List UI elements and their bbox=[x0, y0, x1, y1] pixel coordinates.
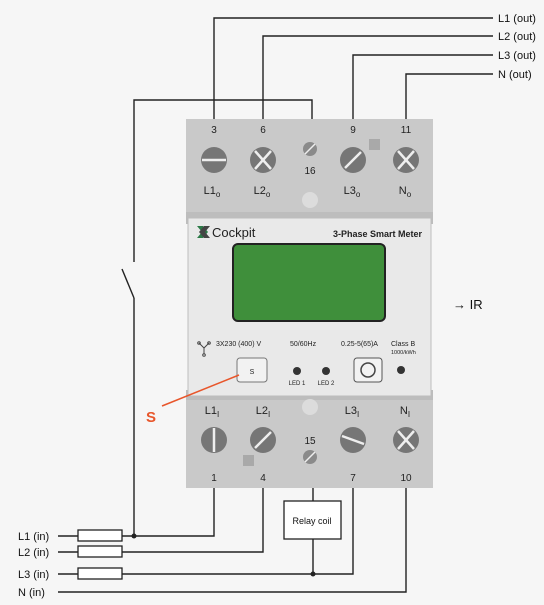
label-l3-in-wire: L3 (in) bbox=[18, 569, 49, 581]
label-l2-out-wire: L2 (out) bbox=[498, 31, 536, 43]
fuse-l3 bbox=[77, 567, 123, 580]
s-button[interactable]: S bbox=[236, 357, 268, 383]
lcd-display bbox=[232, 243, 386, 322]
screw-n-in bbox=[393, 427, 419, 453]
screw-l1-out bbox=[201, 147, 227, 173]
terminal-15: 15 bbox=[304, 436, 316, 447]
class-rating: Class B bbox=[391, 341, 415, 348]
terminal-9: 9 bbox=[350, 125, 356, 136]
wire-l3-in bbox=[58, 488, 354, 575]
terminal-7: 7 bbox=[350, 473, 356, 484]
top-seal-tab bbox=[369, 139, 380, 150]
terminal-1: 1 bbox=[211, 473, 217, 484]
bottom-terminal-numbers: 1 4 15 7 10 bbox=[211, 436, 412, 484]
wire-l2-in bbox=[58, 488, 264, 553]
frequency-rating: 50/60Hz bbox=[290, 341, 317, 348]
screw-n-out bbox=[393, 147, 419, 173]
voltage-rating: 3X230 (400) V bbox=[216, 341, 261, 348]
label-l3-in: L3I bbox=[345, 405, 359, 419]
label-n-in: NI bbox=[400, 405, 410, 419]
s-button-label: S bbox=[250, 369, 255, 376]
cockpit-logo-icon bbox=[197, 226, 210, 238]
terminal-4: 4 bbox=[260, 473, 266, 484]
led2-indicator bbox=[322, 367, 330, 375]
rotate-icon bbox=[360, 362, 376, 378]
top-phase-labels: L1o L2o L3o No bbox=[204, 185, 412, 199]
output-labels: L1 (out) L2 (out) L3 (out) N (out) bbox=[498, 13, 536, 81]
screw-l3-out bbox=[340, 147, 366, 173]
s-pointer-line bbox=[161, 374, 240, 407]
terminal-3: 3 bbox=[211, 125, 217, 136]
label-l2-in-wire: L2 (in) bbox=[18, 547, 49, 559]
output-wires bbox=[133, 17, 493, 262]
meter-title: 3-Phase Smart Meter bbox=[333, 229, 423, 239]
meter-body bbox=[186, 119, 433, 488]
fuse-l2 bbox=[77, 545, 123, 558]
bottom-phase-labels: L1I L2I L3I NI bbox=[205, 405, 410, 419]
top-terminal-numbers: 3 6 16 9 11 bbox=[211, 125, 411, 177]
wire-n-out bbox=[405, 73, 493, 125]
label-l2-out: L2o bbox=[254, 185, 271, 199]
terminal-10: 10 bbox=[400, 473, 412, 484]
screw-l1-in bbox=[201, 427, 227, 453]
led1-indicator bbox=[293, 367, 301, 375]
terminal-11: 11 bbox=[401, 125, 412, 136]
relay-coil-label: Relay coil bbox=[292, 516, 331, 526]
terminal-6: 6 bbox=[260, 125, 266, 136]
switch bbox=[121, 268, 135, 536]
label-l1-in-wire: L1 (in) bbox=[18, 531, 49, 543]
bottom-seal-tab bbox=[243, 455, 254, 466]
impulse-rate: 1000/kWh bbox=[391, 350, 416, 356]
terminal-16: 16 bbox=[304, 166, 316, 177]
top-seal bbox=[302, 192, 318, 208]
voltage-symbol-icon bbox=[197, 341, 211, 357]
wire-l2-out bbox=[262, 35, 493, 125]
wire-l3-out bbox=[352, 54, 493, 125]
current-rating: 0.25-5(65)A bbox=[341, 341, 378, 348]
screw-16 bbox=[303, 142, 317, 156]
top-screws bbox=[201, 142, 419, 173]
wire-l1-in bbox=[58, 488, 215, 537]
ir-led bbox=[397, 366, 405, 374]
label-l1-in: L1I bbox=[205, 405, 219, 419]
screw-l2-out bbox=[250, 147, 276, 173]
label-n-out: No bbox=[399, 185, 412, 199]
junction-l1 bbox=[131, 533, 137, 539]
label-l3-out: L3o bbox=[344, 185, 361, 199]
rotate-button[interactable] bbox=[353, 357, 383, 383]
s-annotation-label: S bbox=[146, 409, 156, 426]
bottom-seal bbox=[302, 399, 318, 415]
led1-label: LED 1 bbox=[289, 381, 306, 387]
wire-n-in bbox=[58, 488, 407, 593]
brand-name: Cockpit bbox=[212, 225, 256, 240]
fuse-l1 bbox=[77, 529, 123, 542]
screw-l2-in bbox=[250, 427, 276, 453]
wire-l1-out bbox=[213, 17, 493, 125]
input-labels: L1 (in) L2 (in) L3 (in) N (in) bbox=[18, 531, 49, 599]
label-l2-in: L2I bbox=[256, 405, 270, 419]
label-l3-out-wire: L3 (out) bbox=[498, 50, 536, 62]
switch-blade bbox=[121, 268, 135, 299]
ir-label: → IR bbox=[453, 297, 483, 312]
relay-coil: Relay coil bbox=[283, 500, 342, 540]
cockpit-logo: Cockpit bbox=[197, 225, 256, 240]
junction-l3 bbox=[310, 571, 316, 577]
screw-15 bbox=[303, 450, 317, 464]
label-l1-out: L1o bbox=[204, 185, 221, 199]
bottom-screws bbox=[201, 427, 419, 464]
label-n-in-wire: N (in) bbox=[18, 587, 45, 599]
wire-switch-top bbox=[133, 99, 313, 262]
led2-label: LED 2 bbox=[318, 381, 335, 387]
label-n-out-wire: N (out) bbox=[498, 69, 532, 81]
label-l1-out-wire: L1 (out) bbox=[498, 13, 536, 25]
screw-l3-in bbox=[340, 427, 366, 453]
fuses bbox=[77, 529, 123, 580]
